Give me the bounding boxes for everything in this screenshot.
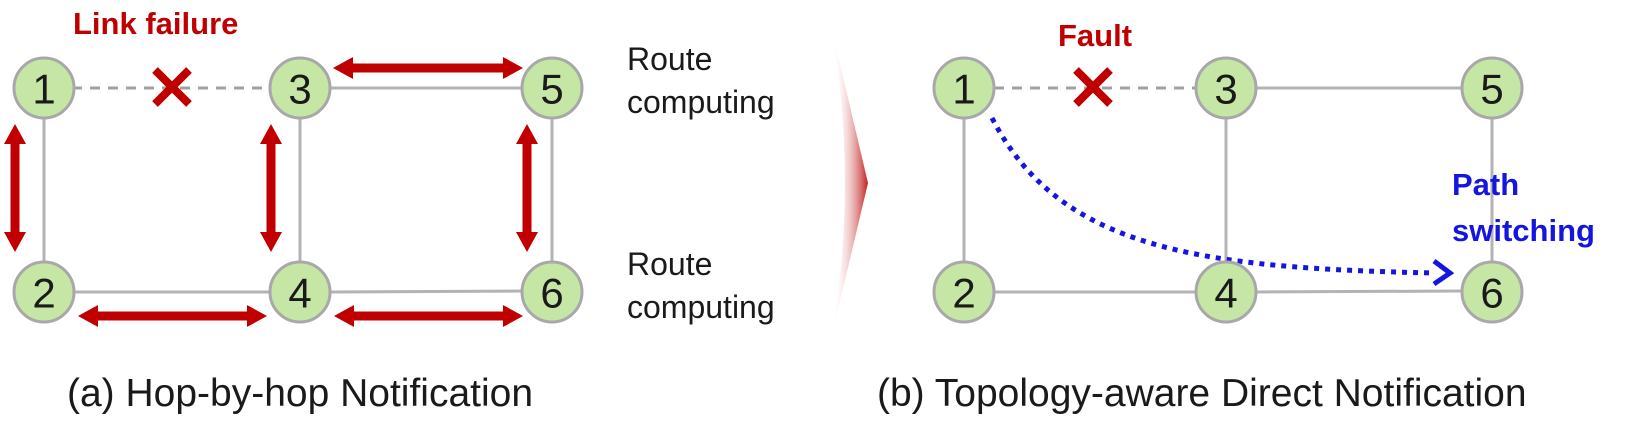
node-5-label: 5 (540, 66, 563, 113)
node-1-label: 1 (952, 66, 975, 113)
node-6: 6 (520, 260, 584, 324)
panel-a: 1 3 5 2 4 6 Link failure Route computing… (4, 6, 775, 415)
route-computing-bottom-line1: Route (627, 246, 712, 282)
node-1-label: 1 (32, 66, 55, 113)
link-4-6 (329, 289, 523, 294)
notify-arrow-2-4 (78, 305, 267, 327)
cross-icon (1073, 67, 1113, 107)
node-5-label: 5 (1480, 66, 1503, 113)
node-2-label: 2 (952, 270, 975, 317)
route-computing-top-line2: computing (627, 84, 775, 120)
node-5: 5 (520, 56, 584, 120)
fault-label: Fault (1058, 18, 1132, 53)
node-1: 1 (12, 56, 76, 120)
node-4-label: 4 (1214, 270, 1237, 317)
link-failure-label: Link failure (73, 6, 238, 41)
node-3-label: 3 (288, 66, 311, 113)
node-6-label: 6 (540, 270, 563, 317)
path-switching-line2: switching (1452, 213, 1595, 248)
notify-arrow-3-5 (333, 57, 523, 79)
node-2: 2 (932, 260, 996, 324)
node-6: 6 (1460, 260, 1524, 324)
node-5: 5 (1460, 56, 1524, 120)
route-computing-bottom-line2: computing (627, 289, 775, 325)
node-4: 4 (268, 260, 332, 324)
panel-b: 1 3 5 2 4 6 Fault Path switching (b) Top… (877, 18, 1595, 415)
panel-a-caption: (a) Hop-by-hop Notification (67, 372, 533, 415)
notify-arrow-5-6 (516, 124, 538, 252)
node-4-label: 4 (288, 270, 311, 317)
node-6-label: 6 (1480, 270, 1503, 317)
route-computing-top-line1: Route (627, 41, 712, 77)
node-3: 3 (1194, 56, 1258, 120)
notify-arrow-4-6 (334, 305, 523, 327)
node-3: 3 (268, 56, 332, 120)
node-2-label: 2 (32, 270, 55, 317)
cross-icon (152, 67, 192, 107)
node-1: 1 (932, 56, 996, 120)
notify-arrow-3-4 (260, 124, 282, 252)
node-4: 4 (1194, 260, 1258, 324)
path-switch-arrow (989, 116, 1455, 287)
node-2: 2 (12, 260, 76, 324)
notify-arrow-1-2 (4, 124, 26, 252)
path-switching-line1: Path (1452, 167, 1519, 202)
link-4-6 (1255, 289, 1463, 294)
node-3-label: 3 (1214, 66, 1237, 113)
chevron-right-icon (832, 30, 868, 335)
panel-b-caption: (b) Topology-aware Direct Notification (877, 372, 1527, 415)
